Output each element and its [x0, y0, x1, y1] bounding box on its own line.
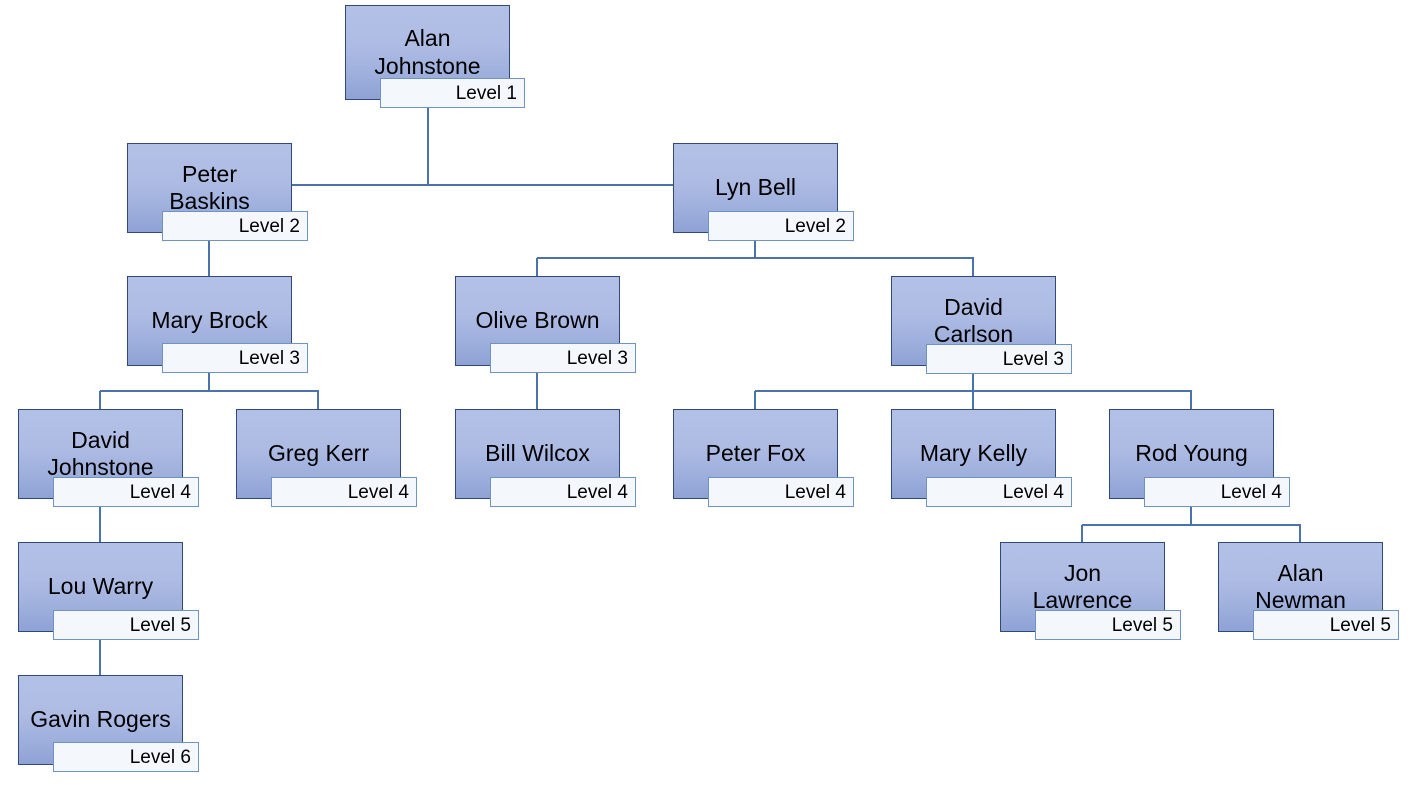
connector-rod-drop-in [1190, 391, 1192, 410]
connector-greg-drop [317, 391, 319, 410]
level-badge-mary-kelly[interactable]: Level 4 [926, 477, 1072, 507]
level-badge-david-johnstone[interactable]: Level 4 [53, 477, 199, 507]
node-name-greg-kerr: Greg Kerr [241, 440, 396, 467]
connector-carlson-drop-in [972, 258, 974, 277]
node-name-line: Olive Brown [475, 307, 600, 334]
level-badge-rod-young[interactable]: Level 4 [1144, 477, 1290, 507]
level-badge-gavin-rogers[interactable]: Level 6 [53, 742, 199, 772]
node-name-line: Lyn Bell [715, 174, 796, 201]
node-name-bill-wilcox: Bill Wilcox [460, 440, 615, 467]
level-badge-mary-brock[interactable]: Level 3 [162, 343, 308, 373]
level-badge-jon-lawrence[interactable]: Level 5 [1035, 610, 1181, 640]
connector-carlson-drop [972, 366, 974, 392]
node-box-greg-kerr[interactable]: Greg Kerr [236, 409, 401, 499]
node-name-line: Lou Warry [47, 573, 154, 600]
node-name-line: Carlson [933, 321, 1014, 347]
connector-lou-drop [99, 632, 101, 676]
node-name-line: Jon [1063, 559, 1102, 586]
level-badge-olive-brown[interactable]: Level 3 [490, 343, 636, 373]
connector-rod-bus [1082, 524, 1301, 526]
connector-alan-bus [209, 184, 756, 186]
node-name-line: David [944, 293, 1003, 320]
connector-peter-drop [208, 233, 210, 277]
node-name-lou-warry: Lou Warry [23, 573, 178, 600]
node-name-line: Baskins [169, 188, 250, 214]
node-name-line: Alan [404, 25, 451, 52]
node-name-line: Greg Kerr [268, 440, 369, 467]
level-badge-alan-newman[interactable]: Level 5 [1253, 610, 1399, 640]
node-name-line: Alan [1277, 559, 1324, 586]
node-name-line: Johnstone [374, 52, 481, 79]
connector-lyn-bus [537, 257, 974, 259]
node-name-line: Gavin Rogers [30, 706, 171, 733]
connector-kelly-drop [972, 391, 974, 410]
node-name-line: Rod Young [1135, 440, 1248, 467]
connector-newman-drop [1299, 525, 1301, 543]
connector-fox-drop [754, 391, 756, 410]
level-badge-david-carlson[interactable]: Level 3 [926, 344, 1072, 374]
node-name-line: David [71, 426, 130, 453]
node-name-line: Mary Brock [151, 307, 268, 334]
connector-djohn-drop [99, 391, 101, 410]
level-badge-bill-wilcox[interactable]: Level 4 [490, 477, 636, 507]
connector-lyn-drop [754, 233, 756, 259]
connector-jon-drop [1081, 525, 1083, 543]
node-name-line: Mary Kelly [919, 440, 1028, 467]
node-name-line: Johnstone [47, 454, 154, 480]
node-name-line: Newman [1255, 587, 1346, 613]
node-name-peter-fox: Peter Fox [678, 440, 833, 467]
connector-djohn-drop2 [99, 499, 101, 543]
level-badge-lyn-bell[interactable]: Level 2 [708, 211, 854, 241]
level-badge-peter-fox[interactable]: Level 4 [708, 477, 854, 507]
node-name-line: Bill Wilcox [485, 440, 590, 467]
node-name-line: Peter [182, 160, 237, 187]
node-name-line: Peter Fox [705, 440, 806, 467]
level-badge-greg-kerr[interactable]: Level 4 [271, 477, 417, 507]
level-badge-alan-johnstone[interactable]: Level 1 [380, 78, 525, 108]
connector-alan-drop [427, 100, 429, 186]
node-name-gavin-rogers: Gavin Rogers [23, 706, 178, 733]
level-badge-lou-warry[interactable]: Level 5 [53, 610, 199, 640]
node-name-lyn-bell: Lyn Bell [678, 174, 833, 201]
connector-rod-drop [1190, 499, 1192, 525]
node-name-olive-brown: Olive Brown [460, 307, 615, 334]
node-name-rod-young: Rod Young [1114, 440, 1269, 467]
level-badge-peter-baskins[interactable]: Level 2 [162, 211, 308, 241]
connector-brock-bus [100, 390, 319, 392]
node-name-line: Lawrence [1032, 587, 1133, 613]
node-name-mary-brock: Mary Brock [132, 307, 287, 334]
connector-brock-drop [208, 366, 210, 392]
node-name-mary-kelly: Mary Kelly [896, 440, 1051, 467]
connector-olive-drop2 [536, 366, 538, 410]
connector-olive-drop [536, 258, 538, 277]
